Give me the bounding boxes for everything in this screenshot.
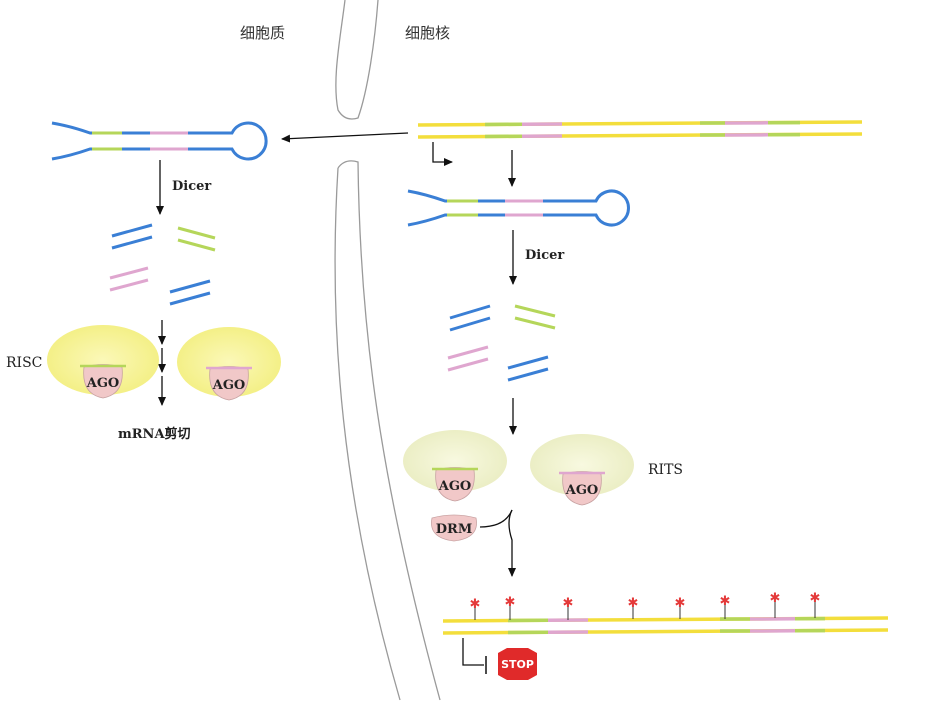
- nuclear-envelope: [334, 0, 441, 701]
- risc-complex-1: AGO: [47, 325, 159, 399]
- ago-label: AGO: [438, 479, 472, 494]
- hairpin-rna-cytoplasm: [51, 121, 268, 161]
- cytoplasm-label: 细胞质: [240, 24, 285, 42]
- risc-complex-2: AGO: [177, 327, 281, 401]
- rits-complex-2: AGO: [530, 434, 634, 506]
- methyl-marks: ✱ ✱ ✱ ✱ ✱ ✱ ✱ ✱: [470, 591, 821, 620]
- svg-text:✱: ✱: [563, 596, 574, 611]
- sirna-duplexes-left: [109, 223, 216, 306]
- methyl-mark: ✱: [563, 596, 574, 620]
- mrna-cleavage-label: mRNA剪切: [118, 426, 191, 442]
- blocked-transcription-arrow: [462, 638, 484, 666]
- nucleus-label: 细胞核: [405, 24, 450, 42]
- stop-label: STOP: [501, 658, 534, 671]
- sirna-duplexes-right: [447, 304, 556, 382]
- ago-label: AGO: [212, 378, 246, 393]
- chromosome-dna-methylated: [442, 616, 889, 635]
- svg-text:✱: ✱: [675, 596, 686, 611]
- hairpin-rna-nucleus: [407, 189, 630, 227]
- dicer-label-right: Dicer: [525, 248, 564, 263]
- methyl-mark: ✱: [470, 597, 481, 620]
- methyl-mark: ✱: [505, 595, 516, 620]
- svg-text:✱: ✱: [810, 591, 821, 606]
- transcription-start-arrow: [432, 142, 453, 166]
- export-arrow: [281, 132, 409, 143]
- dicer-label-left: Dicer: [172, 179, 211, 194]
- drm-protein: DRM: [431, 514, 477, 542]
- chromosome-dna-top: [417, 120, 863, 139]
- svg-text:✱: ✱: [505, 595, 516, 610]
- methyl-mark: ✱: [770, 591, 781, 618]
- svg-text:✱: ✱: [720, 594, 731, 609]
- methyl-mark: ✱: [675, 596, 686, 619]
- ago-label: AGO: [86, 376, 120, 391]
- rits-complex-1: AGO: [403, 430, 507, 502]
- svg-text:✱: ✱: [470, 597, 481, 612]
- methyl-mark: ✱: [720, 594, 731, 619]
- drm-label: DRM: [436, 522, 472, 537]
- risc-label: RISC: [6, 355, 42, 371]
- methyl-mark: ✱: [810, 591, 821, 618]
- methylation-arrow: [508, 509, 516, 577]
- svg-text:✱: ✱: [770, 591, 781, 606]
- methyl-mark: ✱: [628, 596, 639, 619]
- svg-text:✱: ✱: [628, 596, 639, 611]
- drm-join-arrow: [479, 509, 513, 528]
- stop-sign: STOP: [498, 648, 537, 680]
- rits-label: RITS: [648, 462, 683, 478]
- ago-label: AGO: [565, 483, 599, 498]
